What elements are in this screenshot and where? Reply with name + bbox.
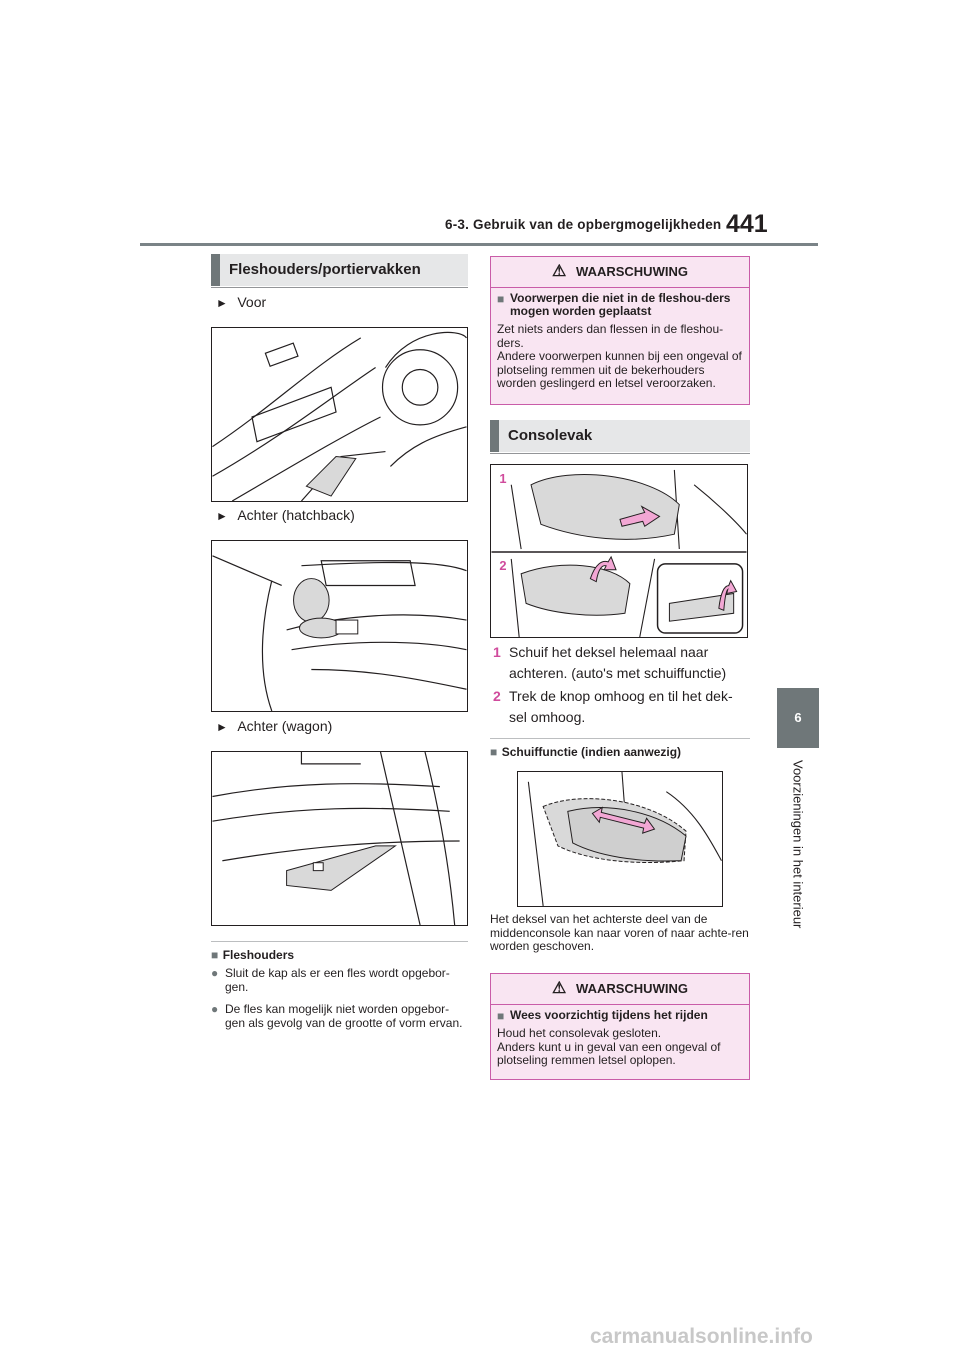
front-door-drawing — [212, 331, 467, 501]
warning-box-console: ⚠ WAARSCHUWING ■ Wees voorzichtig tijden… — [490, 973, 750, 1080]
note-title: Fleshouders — [222, 948, 295, 962]
step-number: 1 — [493, 644, 501, 660]
rear-wagon-illustration — [211, 751, 468, 926]
item-label: Achter (hatchback) — [237, 507, 355, 523]
round-bullet-icon: ● — [211, 966, 219, 980]
header-rule — [140, 243, 818, 246]
chapter-side-text: Voorzieningen in het interieur — [790, 760, 806, 929]
chapter-side-label: Voorzieningen in het interieur — [788, 760, 808, 1000]
square-bullet-icon: ■ — [211, 948, 219, 962]
note-title: Schuiffunctie (indien aanwezig) — [501, 745, 682, 759]
warning-triangle-icon: ⚠ — [552, 263, 567, 280]
footer-watermark: carmanualsonline.info — [590, 1325, 813, 1348]
chapter-tab: 6 — [777, 688, 819, 748]
item-rear-wagon: ► Achter (wagon) — [216, 718, 332, 736]
warning-text: Houd het consolevak gesloten. Anders kun… — [497, 1026, 721, 1067]
item-label: Achter (wagon) — [237, 718, 333, 734]
page-number: 441 — [726, 210, 768, 238]
bullet-text: Sluit de kap als er een fles wordt opgeb… — [225, 966, 450, 994]
heading-underline — [211, 287, 468, 288]
console-box-illustration: 1 2 — [490, 464, 748, 638]
heading-underline — [490, 453, 750, 454]
warning-subtitle: Voorwerpen die niet in de fleshou-ders m… — [510, 291, 731, 318]
triangle-bullet-icon: ► — [216, 509, 228, 523]
step-number: 2 — [493, 688, 501, 704]
warning-box-bottle-holders: ⚠ WAARSCHUWING ■ Voorwerpen die niet in … — [490, 256, 750, 405]
bullet-item: ● De fles kan mogelijk niet worden opgeb… — [211, 1002, 468, 1030]
warning-divider — [491, 1004, 749, 1005]
rear-wagon-drawing — [212, 752, 460, 925]
slide-description: Het deksel van het achterste deel van de… — [490, 912, 749, 953]
figure-label-1: 1 — [499, 471, 506, 486]
warning-title: WAARSCHUWING — [576, 981, 688, 996]
slide-console-drawing — [527, 772, 722, 906]
rear-hatchback-drawing — [212, 555, 467, 711]
note-slide-function: ■ Schuiffunctie (indien aanwezig) — [490, 743, 681, 761]
section-heading-bottle-holders: Fleshouders/portiervakken — [211, 254, 468, 286]
section-heading-console: Consolevak — [490, 420, 750, 452]
warning-triangle-icon: ⚠ — [552, 980, 567, 997]
step-2: 2 Trek de knop omhoog en til het dek-sel… — [493, 686, 750, 728]
warning-subtitle-row: ■ Wees voorzichtig tijdens het rijden — [497, 1008, 743, 1024]
item-label: Voor — [237, 294, 267, 310]
warning-text: Zet niets anders dan flessen in de flesh… — [497, 322, 742, 390]
warning-body: ■ Voorwerpen die niet in de fleshou-ders… — [491, 288, 749, 395]
item-front: ► Voor — [216, 294, 266, 312]
bullet-text: De fles kan mogelijk niet worden opgebor… — [225, 1002, 463, 1030]
triangle-bullet-icon: ► — [216, 296, 228, 310]
front-door-illustration — [211, 327, 468, 502]
warning-subtitle-row: ■ Voorwerpen die niet in de fleshou-ders… — [497, 292, 743, 318]
triangle-bullet-icon: ► — [216, 720, 228, 734]
figure-label-2: 2 — [499, 558, 506, 573]
round-bullet-icon: ● — [211, 1002, 219, 1016]
rear-hatchback-illustration — [211, 540, 468, 712]
warning-body: ■ Wees voorzichtig tijdens het rijden Ho… — [491, 1005, 749, 1072]
step-text: Trek de knop omhoog en til het dek-sel o… — [509, 688, 733, 725]
slide-console-illustration — [517, 771, 723, 907]
item-rear-hatchback: ► Achter (hatchback) — [216, 507, 355, 525]
running-header: 6-3. Gebruik van de opbergmogelijkheden — [445, 217, 722, 232]
square-bullet-icon: ■ — [497, 292, 505, 306]
warning-header: ⚠ WAARSCHUWING — [491, 257, 749, 287]
warning-title: WAARSCHUWING — [576, 264, 688, 279]
step-1: 1 Schuif het deksel helemaal naar achter… — [493, 642, 750, 684]
note-bottle-holders: ■ Fleshouders — [211, 946, 294, 964]
warning-subtitle: Wees voorzichtig tijdens het rijden — [510, 1008, 708, 1022]
warning-header: ⚠ WAARSCHUWING — [491, 974, 749, 1004]
warning-divider — [491, 287, 749, 288]
square-bullet-icon: ■ — [497, 1009, 505, 1023]
step-text: Schuif het deksel helemaal naar achteren… — [509, 644, 727, 681]
divider — [490, 738, 750, 739]
console-box-drawing: 1 2 — [491, 469, 747, 637]
bullet-item: ● Sluit de kap als er een fles wordt opg… — [211, 966, 468, 994]
divider — [211, 941, 468, 942]
square-bullet-icon: ■ — [490, 745, 498, 759]
